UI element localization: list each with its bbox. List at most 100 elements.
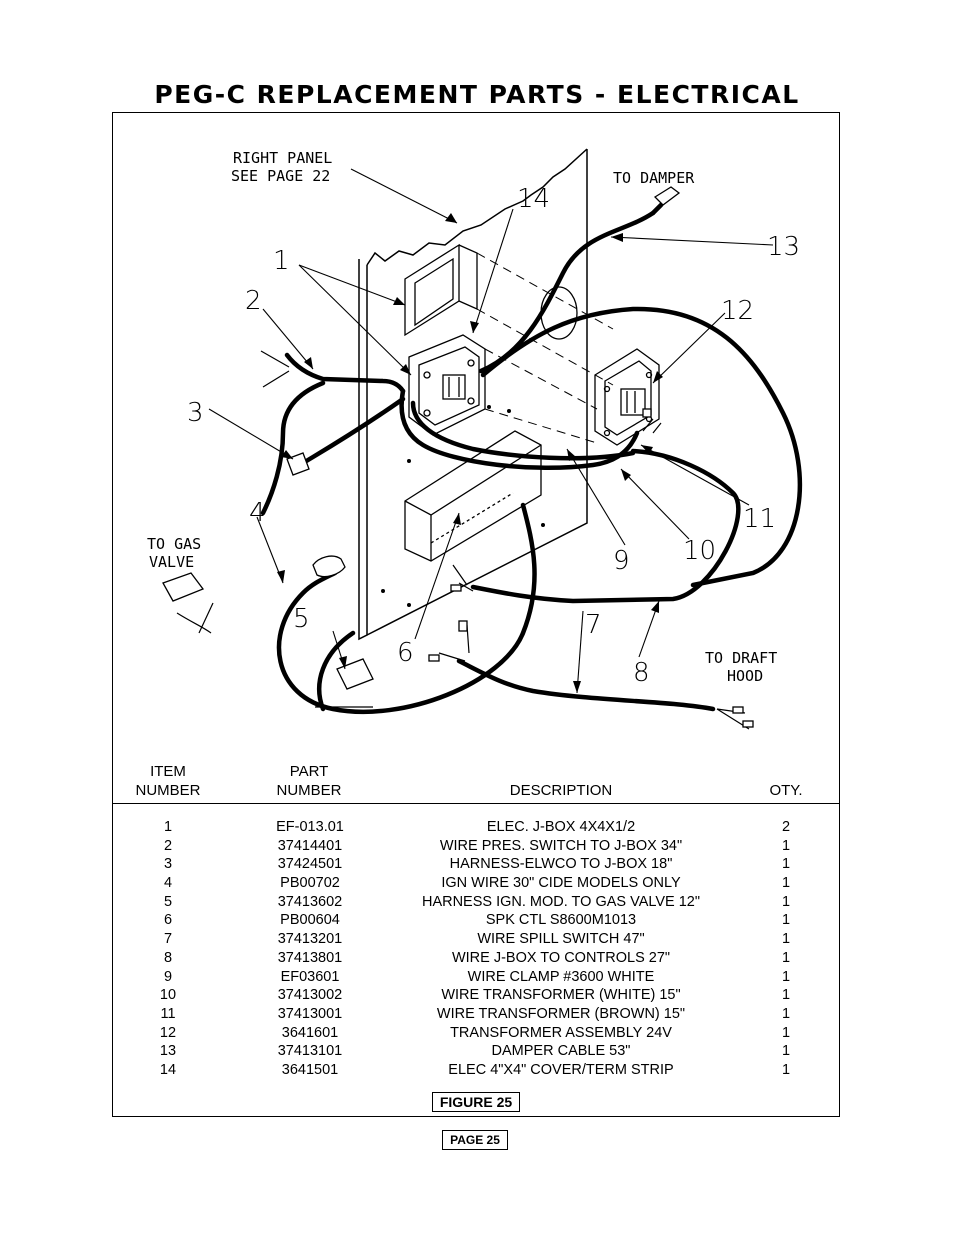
qty-cell: 1 [781,968,791,985]
part-cell: 37413002 [277,987,343,1004]
qty-cell: 1 [781,931,791,948]
to-draft-hood-label-2: HOOD [727,667,763,685]
part-cell: 3641601 [281,1024,339,1041]
desc-cell: SPK CTL S8600M1013 [485,912,637,929]
desc-cell: WIRE TRANSFORMER (WHITE) 15" [441,987,681,1004]
to-draft-hood-label: TO DRAFT [705,649,777,667]
wiring-diagram: RIGHT PANEL SEE PAGE 22 TO DAMPER TO GAS… [147,148,803,730]
callout-12: 12 [721,296,754,326]
callout-7: 7 [585,610,602,640]
mounting-lines [476,252,614,444]
to-gas-valve-label-2: VALVE [149,553,194,571]
to-damper-label: TO DAMPER [613,169,695,187]
desc-cell: WIRE SPILL SWITCH 47" [477,931,645,948]
part-number-header: PART NUMBER [263,762,355,800]
figure-label: FIGURE 25 [432,1092,520,1112]
callout-9: 9 [613,546,630,576]
header-item: ITEM [150,763,186,780]
callout-3: 3 [187,398,204,428]
to-gas-valve-label: TO GAS [147,535,201,553]
table-row: 5 37413602 HARNESS IGN. MOD. TO GAS VALVE … [113,893,839,912]
qty-cell: 1 [781,912,791,929]
callout-4: 4 [249,498,266,528]
callout-1: 1 [273,246,290,276]
header-part: PART [289,763,329,780]
right-panel-label: RIGHT PANEL [233,149,332,167]
callout-6: 6 [397,638,414,668]
desc-cell: HARNESS-ELWCO TO J-BOX 18" [449,856,673,873]
qty-header: OTY. [769,782,803,799]
desc-cell: HARNESS IGN. MOD. TO GAS VALVE 12" [421,893,701,910]
description-header: DESCRIPTION [509,782,613,799]
qty-cell: 1 [781,875,791,892]
item-number-header: ITEM NUMBER [128,762,208,800]
callout-11: 11 [743,504,776,534]
desc-cell: ELEC 4"X4" COVER/TERM STRIP [448,1061,674,1078]
thin-wires [176,350,750,730]
right-panel [358,148,588,641]
part-cell: 37414401 [277,837,343,854]
qty-cell: 1 [781,1061,791,1078]
part-cell: EF-013.01 [276,819,344,835]
table-row: 7 37413201 WIRE SPILL SWITCH 47" 1 [113,930,839,949]
desc-cell: TRANSFORMER ASSEMBLY 24V [450,1024,672,1041]
part-cell: 3641501 [281,1061,339,1078]
item-cell: 12 [159,1024,177,1041]
desc-cell: ELEC. J-BOX 4X4X1/2 [486,819,636,835]
part-cell: 37413602 [277,893,343,910]
table-row: 10 37413002 WIRE TRANSFORMER (WHITE) 15" 1 [113,986,839,1005]
callout-13: 13 [767,232,800,262]
item-cell: 13 [159,1043,177,1060]
desc-cell: WIRE J-BOX TO CONTROLS 27" [451,949,671,966]
part-cell: 37413201 [277,931,343,948]
header-rule [113,803,839,804]
item-cell: 8 [163,949,173,966]
header-item-number: NUMBER [135,782,201,799]
item-cell: 10 [159,987,177,1004]
desc-cell: IGN WIRE 30" CIDE MODELS ONLY [441,875,681,892]
leader-lines [208,168,774,694]
page-number-label: PAGE 25 [442,1130,508,1150]
qty-cell: 1 [781,1005,791,1022]
item-cell: 2 [163,837,173,854]
item-cell: 7 [163,931,173,948]
part-cell: PB00604 [280,912,340,929]
item-cell: 14 [159,1061,177,1078]
part-cell: 37413101 [277,1043,343,1060]
arrow-heads [277,213,663,693]
callout-5: 5 [293,604,310,634]
item-cell: 9 [163,968,173,985]
page-title: PEG-C REPLACEMENT PARTS - ELECTRICAL [154,80,800,109]
j-box-upper [404,243,478,337]
connectors [162,186,754,728]
item-cell: 5 [163,893,173,910]
right-panel-ref-label: SEE PAGE 22 [231,167,330,185]
spark-control [404,430,542,562]
callout-14: 14 [517,184,550,214]
callout-10: 10 [683,536,716,566]
wires [260,202,803,715]
part-cell: 37424501 [277,856,343,873]
desc-cell: WIRE PRES. SWITCH TO J-BOX 34" [439,837,683,854]
qty-cell: 1 [781,1043,791,1060]
qty-cell: 1 [781,949,791,966]
table-row: 13 37413101 DAMPER CABLE 53" 1 [113,1042,839,1061]
desc-cell: DAMPER CABLE 53" [491,1043,631,1060]
table-row: 9 EF03601 WIRE CLAMP #3600 WHITE 1 [113,968,839,987]
desc-cell: WIRE TRANSFORMER (BROWN) 15" [436,1005,686,1022]
qty-cell: 1 [781,987,791,1004]
figure-frame: RIGHT PANEL SEE PAGE 22 TO DAMPER TO GAS… [112,112,840,1117]
desc-cell: WIRE CLAMP #3600 WHITE [467,968,655,985]
part-cell: EF03601 [280,968,340,985]
qty-cell: 1 [781,1024,791,1041]
table-row: 14 3641501 ELEC 4"X4" COVER/TERM STRIP 1 [113,1061,839,1080]
item-cell: 1 [163,819,173,835]
callout-8: 8 [633,658,650,688]
